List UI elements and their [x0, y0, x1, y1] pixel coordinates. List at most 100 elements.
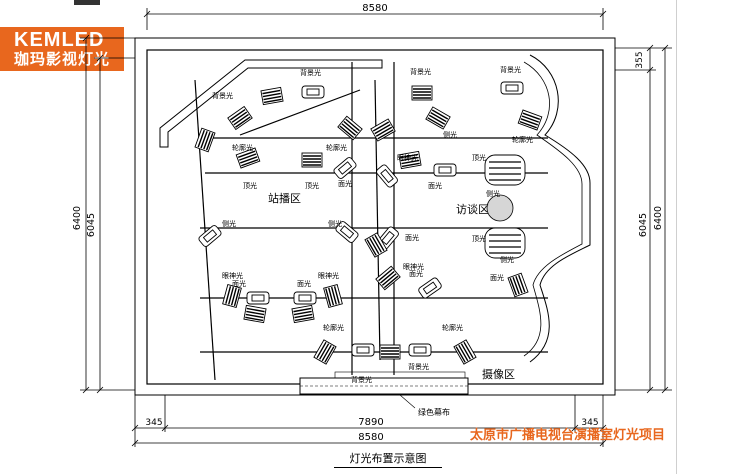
dim-bottom-left-offset: 345 — [145, 418, 162, 428]
spot-fixture — [425, 106, 451, 130]
interview-bay-inner-curve — [523, 61, 583, 357]
label-top-2: 顶光 — [305, 181, 319, 190]
label-back-2: 背景光 — [212, 91, 233, 100]
page-edge-line — [676, 0, 677, 474]
dim-bottom-total: 8580 — [358, 432, 383, 443]
spot-fixture — [507, 272, 529, 298]
label-eye-1: 眼神光 — [222, 271, 243, 280]
label-face-7: 面光 — [490, 273, 504, 282]
spot-fixture — [398, 150, 422, 170]
spot-fixture — [337, 115, 363, 141]
area-label-green-curtain: 绿色幕布 — [418, 407, 450, 417]
label-face-1: 面光 — [338, 179, 352, 188]
dim-right-inner: 6045 — [638, 213, 649, 237]
dim-left-inner: 6045 — [86, 213, 97, 237]
spot-fixture — [291, 304, 315, 324]
top-strip-decoration — [74, 0, 100, 5]
spot-fixture — [370, 118, 396, 142]
diagram-title: 灯光布置示意图 — [334, 450, 442, 468]
spot-fixture — [323, 283, 343, 309]
spot-fixture — [313, 339, 337, 365]
dimension-top — [143, 8, 607, 30]
spot-fixture — [260, 86, 284, 106]
fresnel-fixture — [335, 221, 359, 243]
fresnel-fixture — [198, 225, 222, 247]
label-contour-2: 轮廓光 — [326, 143, 347, 152]
fresnel-fixture — [246, 291, 270, 305]
area-label-standing: 站播区 — [268, 191, 301, 205]
spot-fixture — [222, 283, 242, 309]
label-face-5: 面光 — [297, 279, 311, 288]
dim-bottom-inner: 7890 — [358, 417, 383, 428]
brand-name-cn: 珈玛影视灯光 — [14, 50, 111, 68]
brand-name: KEMLED — [14, 29, 105, 51]
fresnel-fixture — [301, 85, 325, 99]
spot-fixture — [453, 339, 477, 365]
spot-fixture — [517, 109, 543, 131]
dimension-bottom — [131, 395, 607, 447]
spot-fixture — [364, 232, 388, 258]
spot-fixture — [194, 127, 216, 153]
label-face-4: 面光 — [232, 279, 246, 288]
partition-wall — [159, 59, 383, 148]
label-back-3: 背景光 — [410, 67, 431, 76]
label-face-3: 面光 — [405, 233, 419, 242]
fresnel-fixture — [418, 277, 442, 299]
label-contour-5: 轮廓光 — [442, 323, 463, 332]
label-side-5: 侧光 — [500, 255, 514, 264]
lighting-grid — [194, 62, 548, 381]
fresnel-fixture — [408, 343, 432, 357]
label-side-3: 侧光 — [443, 130, 457, 139]
dim-left-outer: 6400 — [72, 206, 83, 230]
brand-logo: KEMLED 珈玛影视灯光 — [0, 27, 124, 71]
label-side-4: 侧光 — [486, 189, 500, 198]
green-curtain — [299, 371, 469, 409]
label-eye-3: 眼神光 — [397, 153, 418, 162]
interview-table — [486, 194, 514, 222]
fresnel-fixture — [500, 81, 524, 95]
spot-fixture — [411, 85, 433, 101]
softbox-fixture — [484, 154, 526, 186]
label-contour-3: 轮廓光 — [512, 135, 533, 144]
fresnel-fixture — [293, 291, 317, 305]
spot-fixture — [235, 147, 261, 169]
fixture-labels: 背景光 背景光 背景光 背景光 背景光 背景光 轮廓光 轮廓光 轮廓光 轮廓光 … — [212, 65, 533, 384]
dim-top-width: 8580 — [362, 3, 387, 14]
dim-right-outer: 6400 — [653, 206, 664, 230]
spot-fixture — [227, 105, 253, 131]
fresnel-fixture — [333, 157, 357, 179]
label-contour-1: 轮廓光 — [232, 143, 253, 152]
spot-fixture — [301, 152, 323, 168]
label-eye-4: 眼神光 — [403, 262, 424, 271]
label-back-1: 背景光 — [300, 68, 321, 77]
label-top-1: 顶光 — [243, 181, 257, 190]
project-title: 太原市广播电视台演播室灯光项目 — [470, 428, 666, 443]
label-back-5: 背景光 — [351, 375, 372, 384]
fixture-layer — [194, 81, 543, 365]
dimension-left — [80, 34, 135, 394]
label-top-3: 顶光 — [472, 153, 486, 162]
fresnel-fixture — [433, 163, 457, 177]
dim-bottom-right-offset: 345 — [581, 418, 598, 428]
dim-right-top: 355 — [635, 51, 645, 68]
label-back-6: 背景光 — [408, 362, 429, 371]
dimension-right — [615, 44, 672, 394]
spot-fixture — [379, 344, 401, 360]
interview-bay-curve — [529, 54, 591, 363]
spot-fixture — [243, 304, 267, 324]
area-label-interview: 访谈区 — [456, 203, 489, 216]
fresnel-fixture — [376, 164, 398, 188]
label-eye-2: 眼神光 — [318, 271, 339, 280]
label-face-2: 面光 — [428, 181, 442, 190]
label-side-2: 侧光 — [328, 219, 342, 228]
fresnel-fixture — [351, 343, 375, 357]
softbox-fixture — [484, 227, 526, 259]
label-contour-4: 轮廓光 — [323, 323, 344, 332]
area-label-camera: 摄像区 — [482, 367, 515, 381]
spot-fixture — [375, 265, 401, 291]
label-side-1: 侧光 — [222, 219, 236, 228]
label-face-6: 面光 — [409, 269, 423, 278]
label-top-4: 顶光 — [472, 234, 486, 243]
label-back-4: 背景光 — [500, 65, 521, 74]
